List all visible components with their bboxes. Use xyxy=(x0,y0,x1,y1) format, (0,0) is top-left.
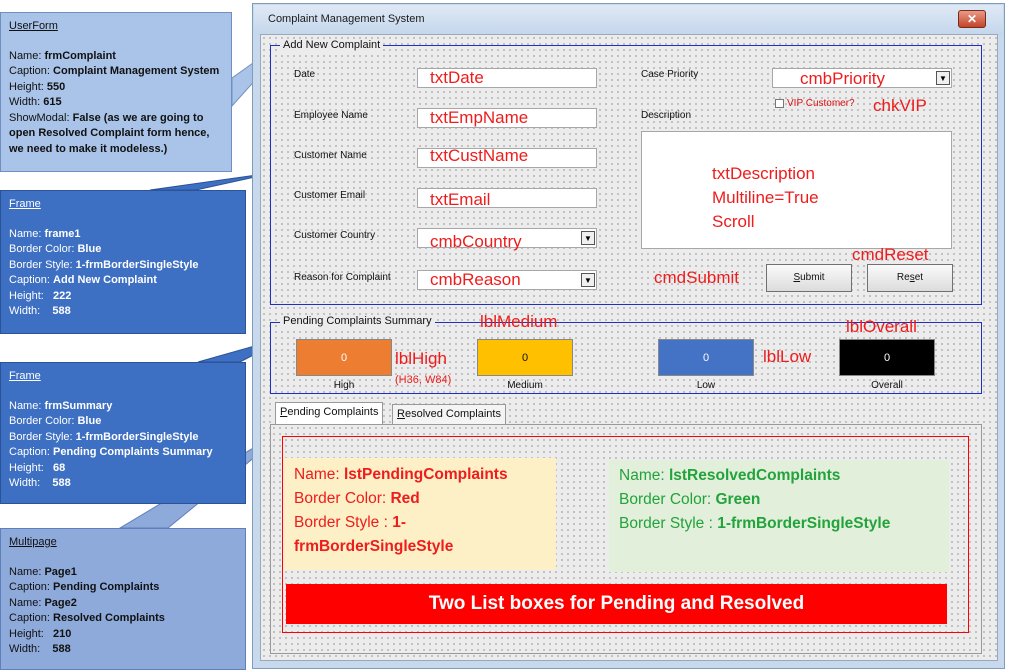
ann-lblhigh-size: (H36, W84) xyxy=(395,374,452,386)
high-caption: High xyxy=(333,380,355,391)
note-frame1-caption: Caption: Add New Complaint xyxy=(9,274,157,286)
vip-checkbox[interactable] xyxy=(775,99,784,108)
ann-lblhigh: lblHigh xyxy=(395,349,447,368)
label-customer-name: Customer Name xyxy=(294,150,367,161)
tab-pending-complaints[interactable]: Pending Complaints xyxy=(275,402,384,424)
priority-dropdown-icon[interactable]: ▼ xyxy=(936,71,950,85)
ann-lbloverall: lblOverall xyxy=(846,317,917,336)
ann-cmbcountry: cmbCountry xyxy=(430,232,522,251)
employee-name-input[interactable] xyxy=(417,108,597,128)
label-customer-country: Customer Country xyxy=(294,230,376,241)
list-resolved-complaints[interactable]: Name: lstResolvedComplaints Border Color… xyxy=(609,460,949,572)
ann-cmdreset: cmdReset xyxy=(852,245,929,264)
label-date: Date xyxy=(294,69,316,80)
ann-scroll: Scroll xyxy=(712,212,755,231)
page-red-outline xyxy=(282,436,969,633)
note-frame1-width: Width: 588 xyxy=(9,305,71,317)
ann-cmdsubmit: cmdSubmit xyxy=(654,268,740,287)
note-multipage-caption2: Caption: Resolved Complaints xyxy=(9,612,165,624)
ann-txtemail: txtEmail xyxy=(430,190,491,209)
note-frame2-border-color: Border Color: Blue xyxy=(9,415,102,427)
label-description: Description xyxy=(641,110,692,121)
note-frame2-name: Name: frmSummary xyxy=(9,399,113,412)
note-frame1-height: Height: 222 xyxy=(9,289,72,302)
medium-count-label: 0 xyxy=(477,339,573,376)
ann-txtdate: txtDate xyxy=(430,68,484,87)
ann-txtempname: txtEmpName xyxy=(430,108,529,127)
tab-resolved-complaints[interactable]: Resolved Complaints xyxy=(392,404,506,424)
window-title: Complaint Management System xyxy=(268,13,425,25)
note-frame2-width: Width: 588 xyxy=(9,477,71,489)
pending-list-name: Name: lstPendingComplaints xyxy=(294,466,508,483)
title-bar[interactable] xyxy=(254,5,1003,35)
frame-add-new-complaint-caption: Add New Complaint xyxy=(280,39,384,51)
list-pending-complaints[interactable]: Name: lstPendingComplaints Border Color:… xyxy=(284,458,556,570)
ann-multiline: Multiline=True xyxy=(712,188,819,207)
customer-name-input[interactable] xyxy=(417,148,597,168)
note-userform-height: Height: 550 xyxy=(9,80,66,93)
reason-combo[interactable] xyxy=(417,270,597,290)
ann-lblmedium: lblMedium xyxy=(480,312,558,331)
country-dropdown-icon[interactable]: ▼ xyxy=(581,231,595,245)
overall-caption: Overall xyxy=(871,380,903,391)
note-multipage-name1: Name: Page1 xyxy=(9,565,77,578)
note-multipage-header: Multipage xyxy=(9,536,57,548)
note-multipage-name2: Name: Page2 xyxy=(9,596,77,609)
reason-dropdown-icon[interactable]: ▼ xyxy=(581,273,595,287)
label-employee-name: Employee Name xyxy=(294,110,368,121)
pending-list-color: Border Color: Red xyxy=(294,490,420,507)
ann-txtcustname: txtCustName xyxy=(430,146,529,165)
ann-chkvip: chkVIP xyxy=(873,96,927,115)
note-userform-name: Name: frmComplaint xyxy=(9,49,116,62)
ann-txtdescription: txtDescription xyxy=(712,164,815,183)
note-userform: UserForm Name: frmComplaint Caption: Com… xyxy=(0,12,232,172)
pending-list-style: Border Style : 1-frmBorderSingleStyle xyxy=(294,514,454,555)
note-frame1-name: Name: frame1 xyxy=(9,227,81,240)
note-multipage: Multipage Name: Page1 Caption: Pending C… xyxy=(0,528,246,670)
note-userform-header: UserForm xyxy=(9,20,58,32)
note-frame1-border-style: Border Style: 1-frmBorderSingleStyle xyxy=(9,258,199,271)
reset-button[interactable]: Reset xyxy=(867,264,953,292)
resolved-list-color: Border Color: Green xyxy=(619,491,761,508)
ann-cmbpriority: cmbPriority xyxy=(800,69,886,88)
label-customer-email: Customer Email xyxy=(294,190,366,201)
label-case-priority: Case Priority xyxy=(641,69,699,80)
note-multipage-caption1: Caption: Pending Complaints xyxy=(9,581,160,593)
customer-email-input[interactable] xyxy=(417,188,597,208)
list-boxes-banner: Two List boxes for Pending and Resolved xyxy=(286,584,947,624)
priority-combo[interactable] xyxy=(772,68,952,88)
note-userform-modal: ShowModal: False (as we are going to ope… xyxy=(9,111,210,155)
note-frame1: Frame Name: frame1 Border Color: Blue Bo… xyxy=(0,190,246,334)
frame-summary-caption: Pending Complaints Summary xyxy=(280,315,435,327)
submit-button[interactable]: Submit xyxy=(766,264,852,292)
date-input[interactable] xyxy=(417,68,597,88)
note-frame2-height: Height: 68 xyxy=(9,461,66,474)
note-frame2-caption: Caption: Pending Complaints Summary xyxy=(9,446,213,458)
low-count-label: 0 xyxy=(658,339,754,376)
overall-count-label: 0 xyxy=(839,339,935,376)
note-frame1-border-color: Border Color: Blue xyxy=(9,243,102,255)
note-frame2-border-style: Border Style: 1-frmBorderSingleStyle xyxy=(9,430,199,443)
description-input[interactable] xyxy=(641,131,952,249)
ann-cmbreason: cmbReason xyxy=(430,270,521,289)
frame-summary xyxy=(270,322,982,394)
vip-checkbox-label[interactable]: VIP Customer? xyxy=(787,98,855,109)
label-reason: Reason for Complaint xyxy=(294,272,391,283)
note-userform-width: Width: 615 xyxy=(9,96,62,108)
note-frame1-header: Frame xyxy=(9,198,41,210)
medium-caption: Medium xyxy=(507,380,543,391)
note-multipage-height: Height: 210 xyxy=(9,627,72,640)
country-combo[interactable] xyxy=(417,228,597,248)
ann-lbllow: lblLow xyxy=(763,347,812,366)
close-button[interactable]: ✕ xyxy=(958,10,986,28)
note-frame2: Frame Name: frmSummary Border Color: Blu… xyxy=(0,362,246,504)
note-userform-caption: Caption: Complaint Management System xyxy=(9,65,220,77)
note-multipage-width: Width: 588 xyxy=(9,643,71,655)
high-count-label: 0 xyxy=(296,339,392,376)
resolved-list-style: Border Style : 1-frmBorderSingleStyle xyxy=(619,515,891,532)
resolved-list-name: Name: lstResolvedComplaints xyxy=(619,467,841,484)
frame-add-new-complaint xyxy=(270,45,982,305)
low-caption: Low xyxy=(696,380,716,391)
note-frame2-header: Frame xyxy=(9,370,41,382)
